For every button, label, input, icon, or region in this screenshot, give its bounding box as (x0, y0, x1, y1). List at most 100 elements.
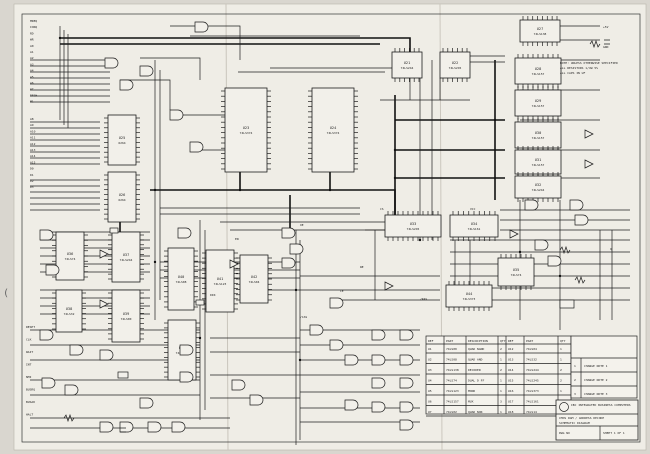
note-line: NOTE: UNLESS OTHERWISE SPECIFIED (560, 61, 618, 65)
chip-part: 74LS157 (532, 163, 545, 167)
margin-mark: ( (3, 288, 9, 299)
signal-label: A14 (30, 154, 36, 158)
table-cell: U16 (508, 389, 514, 393)
signal-label: HALT (26, 413, 33, 417)
table-cell: U17 (508, 400, 514, 404)
chip-part: 74LS373 (463, 297, 476, 301)
company-logo-icon (559, 402, 569, 412)
table-cell: U1 (428, 347, 432, 351)
passive-parts (63, 39, 610, 433)
chip-layer: U2174LS244U2274LS245U2374LS374U2474LS374… (52, 16, 562, 381)
table-cell: 74LS138 (446, 368, 459, 372)
table-cell: 74LS00 (446, 347, 457, 351)
chip-ref: U29 (535, 99, 542, 103)
chip-ref: U32 (535, 183, 542, 187)
signal-label: CE (340, 289, 344, 293)
chip-ref: U34 (471, 222, 478, 226)
chip-ref: U36 (67, 252, 74, 256)
drawing-title: CMOS RAM / ADDRESS DECODE (559, 416, 604, 420)
table-cell: U18 (508, 410, 514, 414)
table-cell: 74LS74 (446, 379, 457, 383)
drawing-subtitle: SCHEMATIC DIAGRAM (559, 421, 590, 425)
table-header-cell: PART (446, 339, 453, 343)
signal-label: GND (603, 45, 609, 49)
revision-number: 1 (574, 364, 576, 368)
signal-label: A15 (30, 160, 36, 164)
signal-label: A11 (30, 136, 36, 140)
chip-part: 74LS74 (65, 257, 76, 261)
table-cell: 2 (560, 379, 562, 383)
signal-label: NMI (26, 375, 32, 379)
chip-ref: U23 (243, 126, 250, 130)
chip-part: 74LS374 (327, 131, 340, 135)
table-cell: U6 (428, 400, 432, 404)
signal-label: CS (380, 207, 384, 211)
signal-label: CLK (26, 338, 32, 342)
chip-part: 74LS374 (240, 131, 253, 135)
signal-label: RFSH (30, 93, 37, 97)
revision-text: CHANGE NOTE 3 (584, 392, 608, 396)
signal-label: RD (30, 31, 34, 35)
table-cell: DECODER (468, 368, 481, 372)
table-cell: 1 (560, 389, 562, 393)
table-header-cell: PART (526, 339, 533, 343)
chip-ref: U25 (119, 136, 126, 140)
table-cell: MONO (468, 389, 475, 393)
signal-label: IORQ (30, 25, 37, 29)
chip-ref: U33 (410, 222, 417, 226)
signal-label: /RAS (420, 297, 427, 301)
table-cell: 74LS02 (446, 410, 457, 414)
chip-part: 74LS245 (449, 66, 462, 70)
sheet-label: SHEET 1 OF 1 (603, 431, 625, 435)
chip-ref: U37 (123, 253, 130, 257)
chip-part: 74LS157 (532, 136, 545, 140)
chip-ref: U41 (217, 277, 224, 281)
table-header-cell: QTY (560, 339, 566, 343)
chip-ref: U24 (330, 126, 337, 130)
table-cell: 2 (500, 368, 502, 372)
table-cell: 74LS04 (526, 347, 537, 351)
chip-part: 74LS138 (534, 32, 547, 36)
table-cell: U3 (428, 368, 432, 372)
table-header-cell: QTY (500, 339, 506, 343)
chip-part: 74LS244 (532, 188, 545, 192)
signal-label: MREQ (30, 19, 37, 23)
chip-ref: U28 (535, 67, 542, 71)
table-cell: 1 (500, 410, 502, 414)
signal-label: D2 (30, 179, 34, 183)
table-cell: QUAD AND (468, 358, 483, 362)
chip-ref: U26 (119, 193, 126, 197)
chip-part: 74LS157 (532, 72, 545, 76)
table-cell: 1 (500, 358, 502, 362)
table-cell: 3 (500, 400, 502, 404)
chip-part: 74LS244 (120, 258, 133, 262)
chip-ref: U27 (537, 27, 544, 31)
table-cell: 74LS157 (446, 400, 459, 404)
note-line: ALL RESISTORS 1/4W 5% (560, 66, 598, 70)
table-cell: MUX (468, 400, 474, 404)
table-cell: U5 (428, 389, 432, 393)
chip-part: 74LS74 (511, 273, 522, 277)
